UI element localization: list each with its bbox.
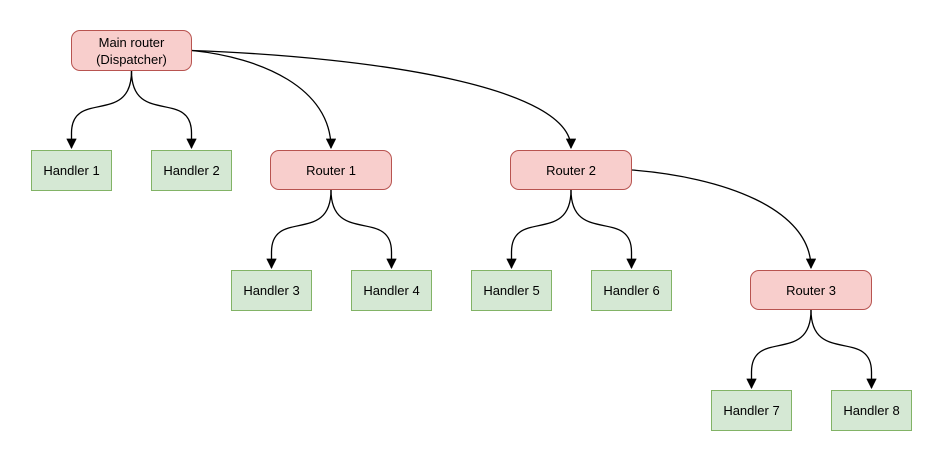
node-handler-8: Handler 8 — [831, 390, 912, 431]
edge-router-1-to-handler-4 — [330, 189, 397, 270]
edge-router-3-to-handler-8 — [810, 309, 877, 390]
edge-main-router-to-router-1 — [191, 49, 337, 150]
node-router-1: Router 1 — [270, 150, 392, 190]
node-handler-1: Handler 1 — [31, 150, 112, 191]
edge-main-router-to-router-2 — [191, 49, 577, 150]
node-handler-4: Handler 4 — [351, 270, 432, 311]
edge-router-3-to-handler-7 — [746, 309, 812, 390]
node-handler-3: Handler 3 — [231, 270, 312, 311]
node-router-3: Router 3 — [750, 270, 872, 310]
edge-main-router-to-handler-1 — [66, 70, 133, 150]
node-handler-7: Handler 7 — [711, 390, 792, 431]
node-router-2: Router 2 — [510, 150, 632, 190]
edge-router-2-to-router-3 — [631, 169, 817, 270]
node-main-router: Main router (Dispatcher) — [71, 30, 192, 71]
node-handler-6: Handler 6 — [591, 270, 672, 311]
node-handler-2: Handler 2 — [151, 150, 232, 191]
edge-router-2-to-handler-5 — [506, 189, 572, 270]
edge-router-1-to-handler-3 — [266, 189, 332, 270]
edge-main-router-to-handler-2 — [130, 70, 197, 150]
edge-router-2-to-handler-6 — [570, 189, 637, 270]
node-handler-5: Handler 5 — [471, 270, 552, 311]
